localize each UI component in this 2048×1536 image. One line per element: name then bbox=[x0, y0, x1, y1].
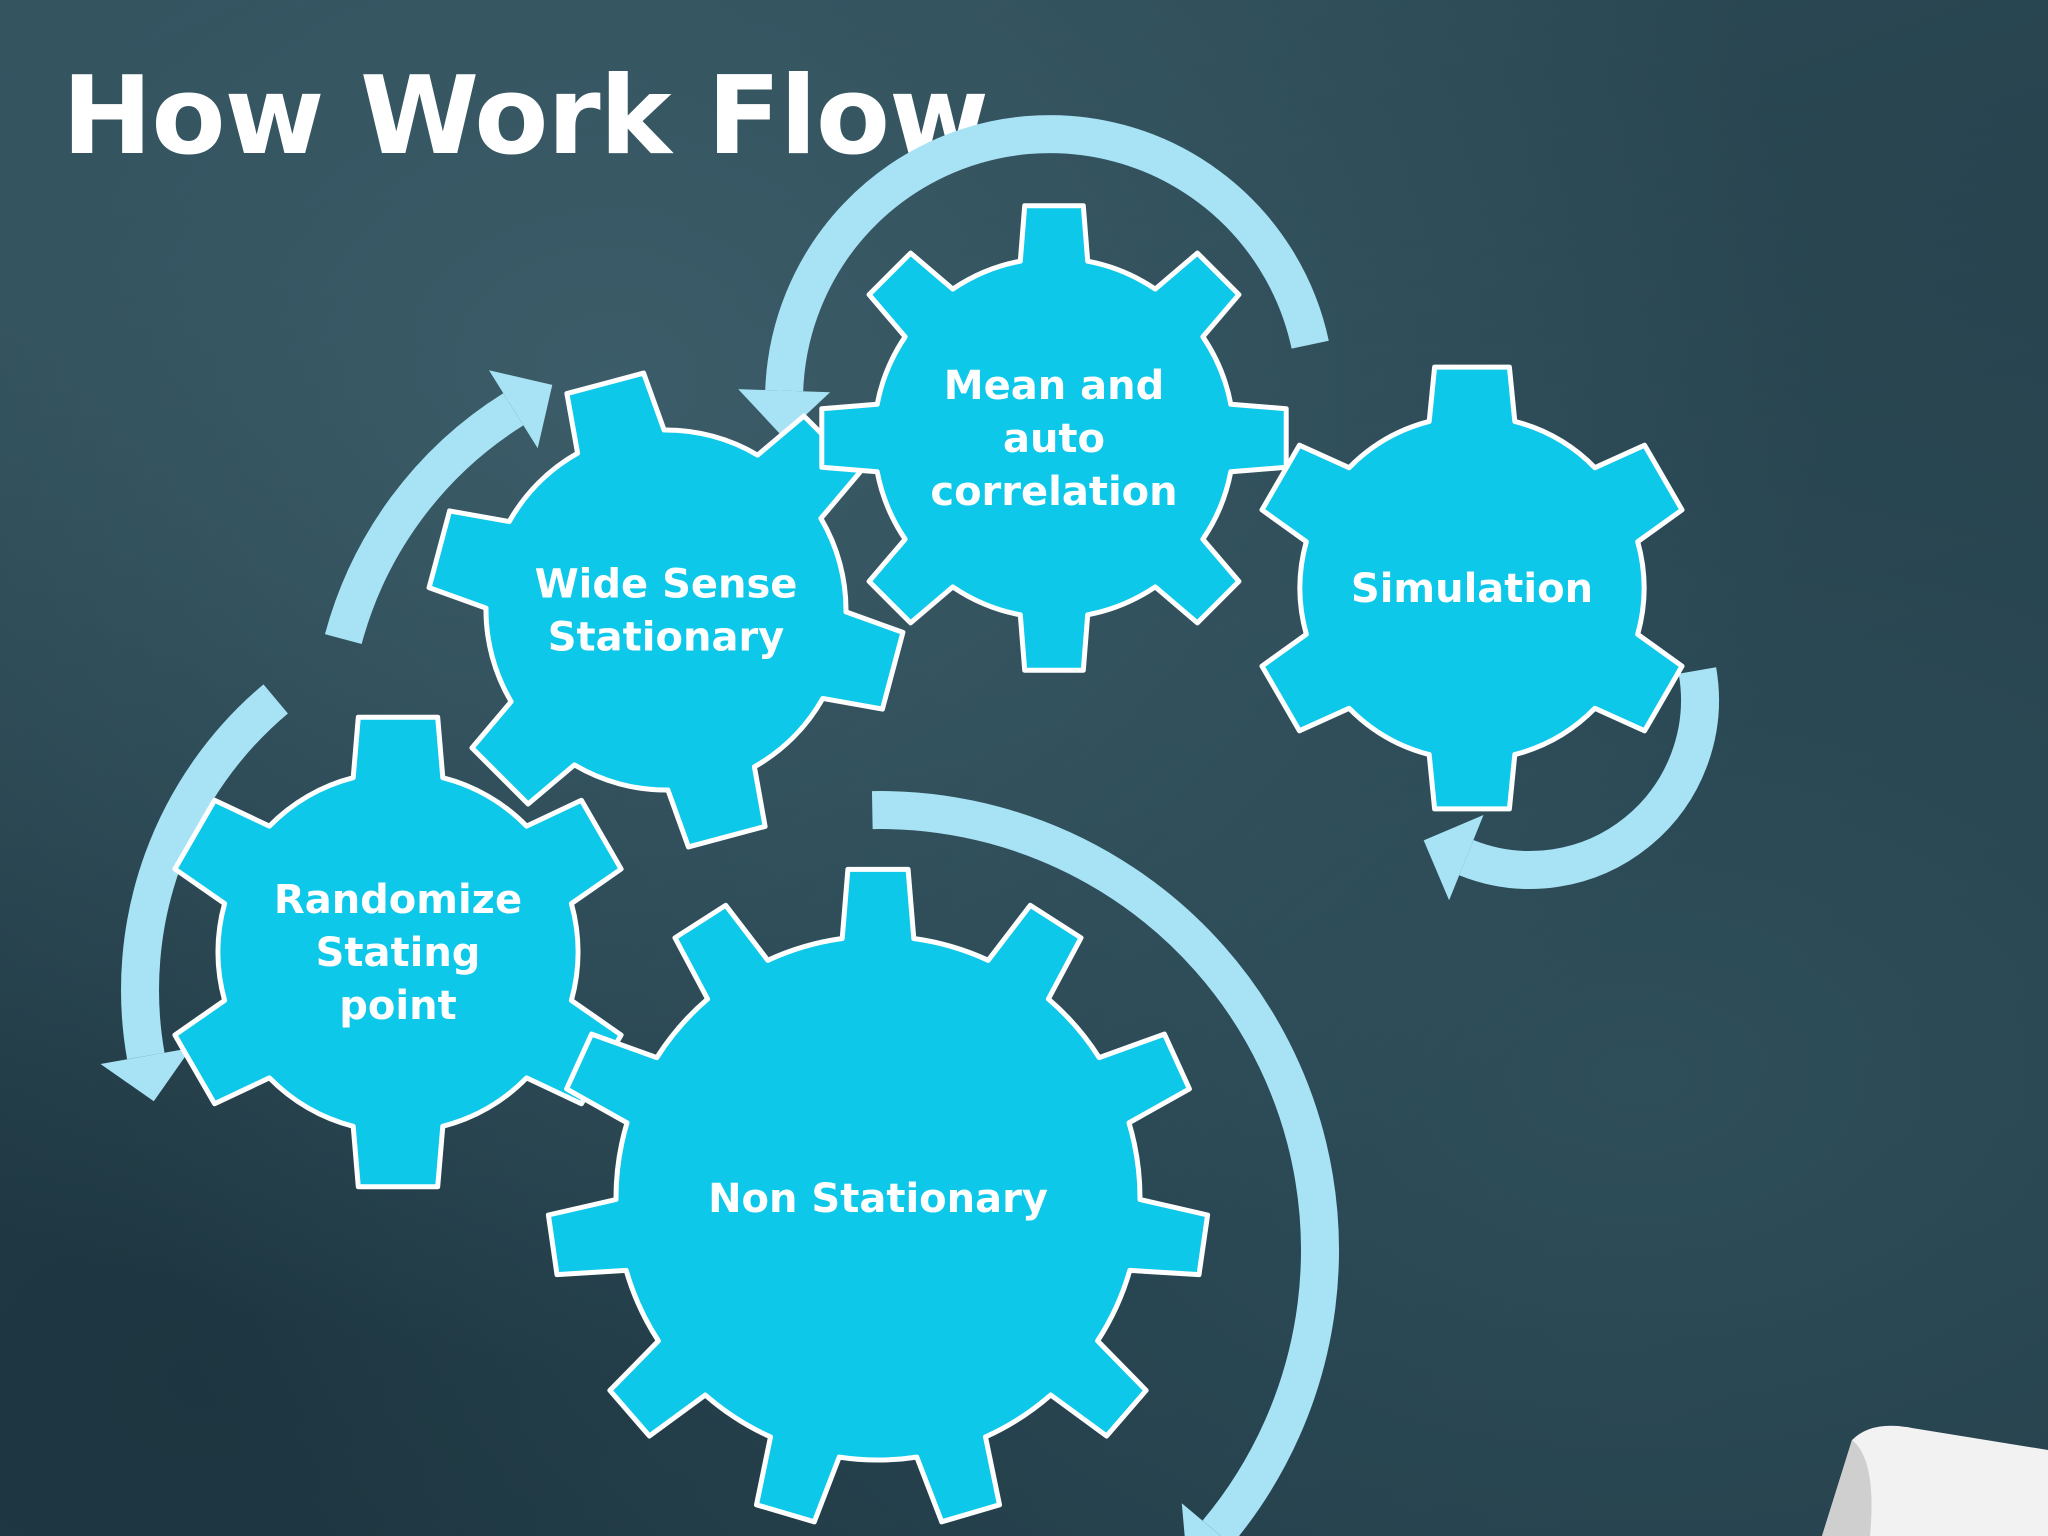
gear-label-simulation: Simulation bbox=[1351, 566, 1593, 612]
gear-label-mean-auto: correlation bbox=[930, 469, 1177, 515]
gear-shape-randomize bbox=[172, 714, 624, 1190]
gear-label-wide-sense: Stationary bbox=[548, 615, 785, 661]
gear-shape-mean-auto bbox=[819, 203, 1289, 673]
gear-label-wide-sense: Wide Sense bbox=[535, 562, 798, 608]
arrow-upper-left bbox=[324, 370, 553, 645]
gear-shape-non-stationary bbox=[545, 866, 1211, 1525]
gear-label-mean-auto: Mean and bbox=[944, 363, 1164, 409]
gear-mean-auto: Mean and auto correlation bbox=[819, 203, 1289, 673]
arrow-right-shaft bbox=[1459, 667, 1719, 889]
gear-label-mean-auto: auto bbox=[1003, 416, 1105, 462]
gear-non-stationary: Non Stationary bbox=[545, 866, 1211, 1525]
arrow-top-shaft bbox=[765, 115, 1329, 392]
arrow-left-head bbox=[100, 1048, 192, 1102]
arrow-bottom-right-shaft bbox=[871, 791, 1339, 1536]
arrow-right bbox=[1423, 667, 1719, 901]
arrow-top bbox=[738, 115, 1329, 437]
arrow-left bbox=[100, 684, 288, 1102]
arrow-bottom-right-head bbox=[1181, 1503, 1221, 1536]
arrow-right-head bbox=[1423, 815, 1484, 901]
arrow-upper-left-shaft bbox=[324, 393, 524, 645]
page-curl-decoration bbox=[1822, 1425, 2048, 1536]
gear-shape-wide-sense bbox=[426, 370, 906, 850]
arrow-left-shaft bbox=[121, 684, 288, 1060]
arrow-bottom-right bbox=[871, 791, 1339, 1536]
cycle-arrows bbox=[100, 115, 1719, 1536]
slide-title: How Work Flow bbox=[62, 54, 989, 179]
gear-label-randomize: point bbox=[339, 983, 456, 1029]
arrow-upper-left-head bbox=[489, 370, 553, 449]
gear-simulation: Simulation bbox=[1259, 364, 1685, 812]
gear-shape-simulation bbox=[1259, 364, 1685, 812]
gear-label-randomize: Randomize bbox=[274, 877, 522, 923]
gear-label-non-stationary: Non Stationary bbox=[708, 1176, 1048, 1222]
gear-label-randomize: Stating bbox=[316, 930, 481, 976]
arrow-top-head bbox=[738, 389, 831, 437]
